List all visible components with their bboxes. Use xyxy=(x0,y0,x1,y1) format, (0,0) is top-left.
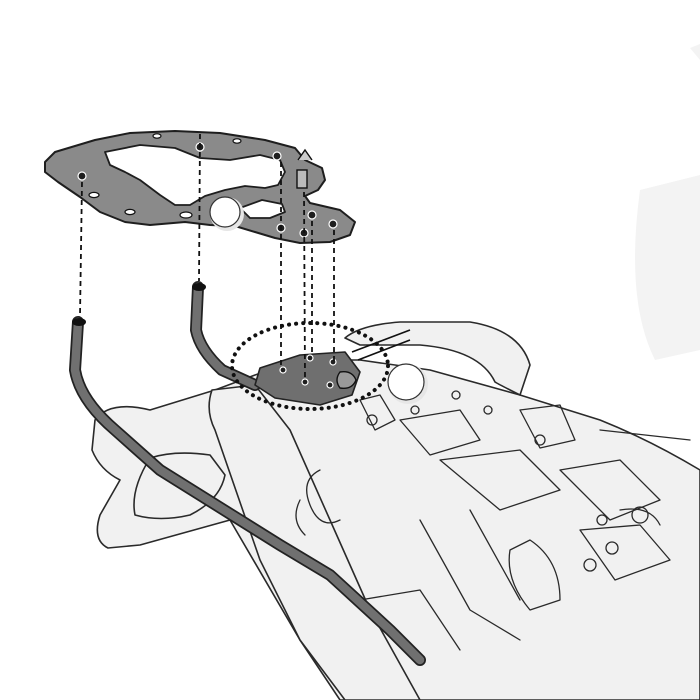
right-rack-arm xyxy=(190,281,261,391)
left-rack-arm xyxy=(69,316,426,666)
callout-plate xyxy=(209,196,244,231)
alignment-guides xyxy=(79,133,335,379)
background-ghost-shapes xyxy=(635,44,700,360)
plate-latch xyxy=(296,169,308,189)
callout-bracket xyxy=(387,363,428,404)
left-arm-tube-end xyxy=(72,318,86,326)
right-arm-tube-end xyxy=(192,283,206,291)
detail-highlight-circle xyxy=(230,321,390,411)
center-bracket xyxy=(254,329,411,406)
top-mounting-plate xyxy=(44,130,356,244)
